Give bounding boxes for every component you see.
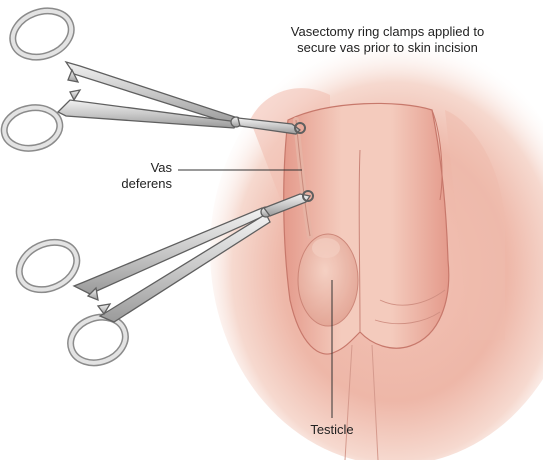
vas-label-line-2: deferens — [121, 176, 172, 191]
caption-line-1: Vasectomy ring clamps applied to — [290, 24, 485, 39]
caption-line-2: secure vas prior to skin incision — [297, 40, 478, 55]
vas-deferens-label: Vas deferens — [112, 160, 172, 192]
upper-ring-clamp — [0, 7, 306, 152]
testicle-label: Testicle — [310, 422, 354, 437]
figure-caption: Vasectomy ring clamps applied to secure … — [270, 24, 505, 56]
lower-ring-clamp — [15, 190, 314, 367]
leader-lines — [178, 169, 333, 418]
testicle — [297, 233, 359, 327]
vas-label-line-1: Vas — [150, 160, 172, 175]
